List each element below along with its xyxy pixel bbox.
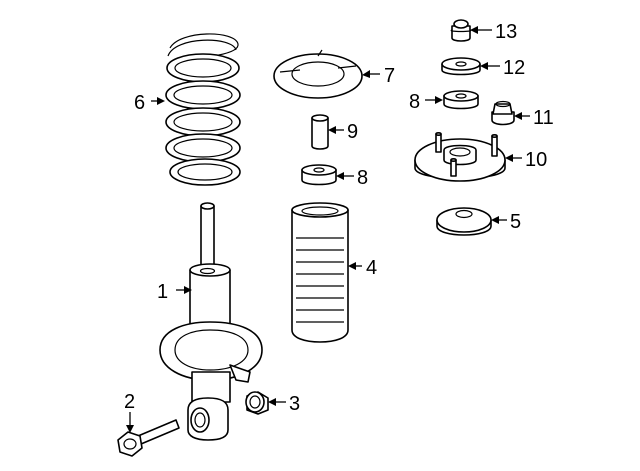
callout-4: 4 xyxy=(366,257,377,279)
callout-5: 5 xyxy=(510,211,521,233)
callout-6: 6 xyxy=(134,92,145,114)
callout-9: 9 xyxy=(347,121,358,143)
bump-stop-part xyxy=(311,114,329,150)
nut-part xyxy=(245,391,269,415)
callout-11: 11 xyxy=(533,107,554,129)
callout-3: 3 xyxy=(289,393,300,415)
lower-seat-part xyxy=(436,207,492,236)
callout-12: 12 xyxy=(503,57,525,79)
callout-8-right: 8 xyxy=(409,91,420,113)
leader-lines xyxy=(126,26,530,433)
dust-boot-part xyxy=(291,202,349,343)
callout-10: 10 xyxy=(525,149,547,171)
callout-7: 7 xyxy=(384,65,395,87)
insulator-part-right xyxy=(443,90,479,110)
insulator-part-middle xyxy=(301,164,337,186)
bolt-part xyxy=(117,419,180,457)
callout-labels: 1 2 3 4 5 6 7 8 8 9 10 11 12 13 xyxy=(124,21,554,415)
flange-nut-part xyxy=(491,100,515,126)
callout-8-middle: 8 xyxy=(357,167,368,189)
callout-2: 2 xyxy=(124,391,135,413)
callout-1: 1 xyxy=(157,281,168,303)
washer-part xyxy=(441,57,481,76)
spring-seat-part xyxy=(273,49,363,99)
cap-part xyxy=(450,19,472,42)
strut-assembly-part xyxy=(159,202,263,441)
coil-spring-part xyxy=(165,33,241,186)
strut-mount-part xyxy=(414,132,506,182)
callout-13: 13 xyxy=(495,21,517,43)
